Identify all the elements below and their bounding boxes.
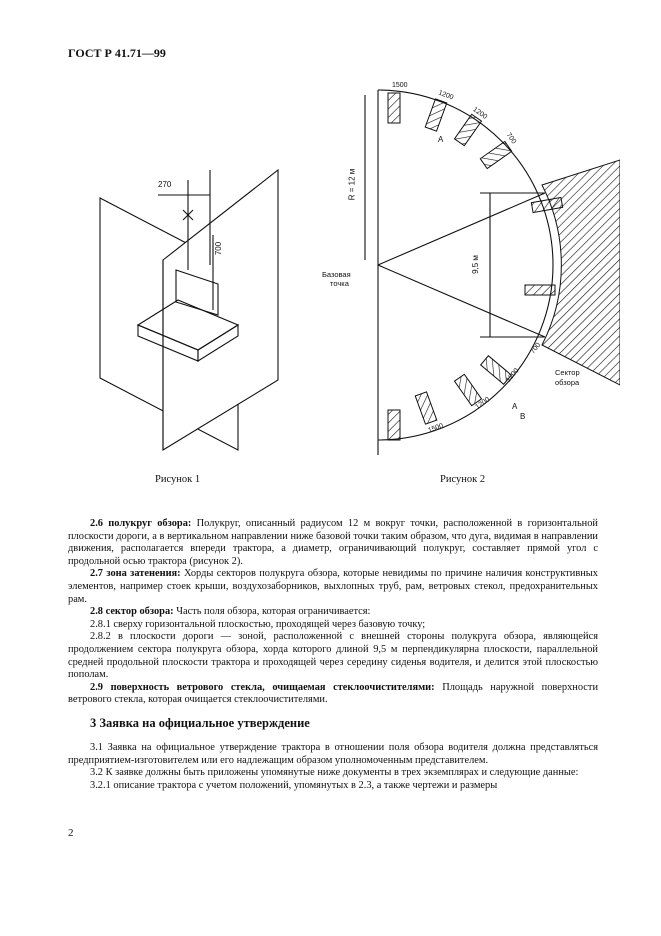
obstacle-label: 1500 [392, 82, 408, 89]
paragraph: 2.7 зона затенения: Хорды секторов полук… [68, 568, 598, 605]
paragraph: 2.6 полукруг обзора: Полукруг, описанный… [68, 518, 598, 567]
radius-label: R = 12 м [347, 168, 357, 201]
base-point-label-1: Базовая [322, 270, 351, 279]
figure-2-drawing [364, 89, 620, 455]
base-point-label-2: точка [330, 279, 349, 288]
section-block: 3.1 Заявка на официальное утверждение тр… [68, 742, 598, 792]
paragraph: 3.1 Заявка на официальное утверждение тр… [68, 742, 598, 766]
sector-label-2: обзора [555, 378, 580, 387]
paragraph: 2.8 сектор обзора: Часть поля обзора, ко… [90, 606, 371, 618]
arrow-letter: В [520, 412, 526, 421]
document-header: ГОСТ Р 41.71—99 [68, 46, 166, 60]
figure-1-dim-2: 700 [214, 241, 224, 256]
paragraph: 3.2.1 описание трактора с учетом положен… [90, 779, 498, 791]
figure-1-drawing [99, 168, 279, 451]
chord-width-label: 9,5 м [470, 255, 480, 274]
figure-1-caption: Рисунок 1 [155, 474, 201, 485]
paragraph: 2.8.2 в плоскости дороги — зоной, распол… [68, 631, 598, 681]
paragraph: 2.8.1 сверху горизонтальной плоскостью, … [90, 618, 426, 630]
figure-1-dim-1: 270 [158, 180, 172, 189]
paragraph: 2.9 поверхность ветрового стекла, очищае… [68, 681, 599, 706]
arrow-letter: А [438, 135, 444, 144]
page-number: 2 [68, 827, 74, 839]
definitions-block: 2.6 полукруг обзора: Полукруг, описанный… [68, 518, 598, 707]
arrow-letter: А [512, 402, 518, 411]
figure-2-caption: Рисунок 2 [440, 474, 486, 485]
section-title: 3 Заявка на официальное утверждение [90, 716, 310, 730]
sector-label-1: Сектор [555, 368, 580, 377]
paragraph: 3.2 К заявке должны быть приложены упомя… [90, 767, 579, 779]
